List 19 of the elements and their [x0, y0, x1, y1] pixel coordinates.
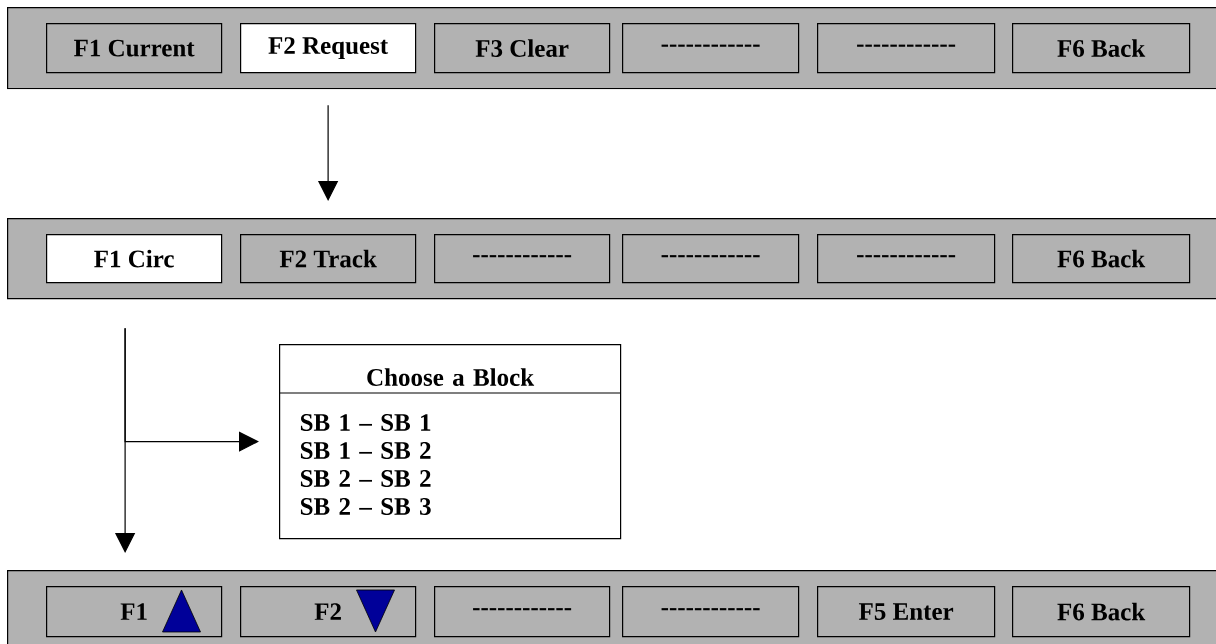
function-key: ------------ [817, 234, 996, 284]
function-key: ------------ [622, 586, 800, 638]
function-key: ------------ [622, 23, 800, 74]
function-key: ------------ [434, 586, 611, 638]
function-key: ------------ [434, 234, 611, 284]
function-key: F6 Back [1012, 23, 1191, 74]
function-key: F1 Circ [46, 234, 223, 284]
function-key: F1 Current [46, 23, 223, 74]
function-key: F6 Back [1012, 234, 1191, 284]
function-key: ------------ [817, 23, 996, 74]
function-key: F2 Request [240, 23, 417, 74]
function-key: F3 Clear [434, 23, 611, 74]
function-key: F5 Enter [817, 586, 996, 638]
function-key: F2 Track [240, 234, 417, 284]
function-key: ------------ [622, 234, 800, 284]
list-box: Choose a Block SB 1 – SB 1 SB 1 – SB 2 SB 2 – SB 2 SB 2 – SB 3 [278, 344, 622, 540]
function-key: F6 Back [1012, 586, 1191, 638]
function-key: F2 [240, 586, 417, 638]
function-key: F1 [46, 586, 223, 638]
